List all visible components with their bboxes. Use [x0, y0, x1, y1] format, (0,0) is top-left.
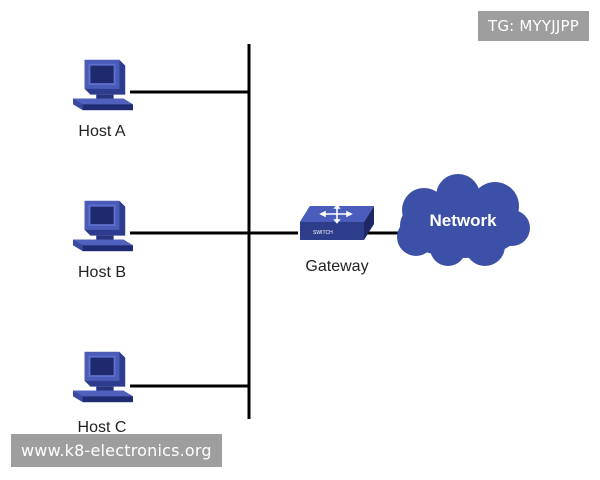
desktop-computer-icon — [73, 351, 133, 403]
host-a-label: Host A — [78, 123, 126, 140]
host-b-label: Host B — [77, 264, 127, 281]
gateway-label: Gateway — [305, 258, 369, 275]
watermark-top: TG: MYYJJPP — [477, 11, 589, 41]
switch-device-text: SWITCH — [313, 230, 333, 236]
switch-icon: SWITCH — [300, 204, 374, 240]
host-c-label: Host C — [77, 419, 127, 436]
network-label: Network — [429, 211, 497, 230]
watermark-bottom: www.k8-electronics.org — [11, 434, 222, 467]
desktop-computer-icon — [73, 200, 133, 252]
cloud-icon — [397, 174, 530, 266]
desktop-computer-icon — [73, 59, 133, 111]
